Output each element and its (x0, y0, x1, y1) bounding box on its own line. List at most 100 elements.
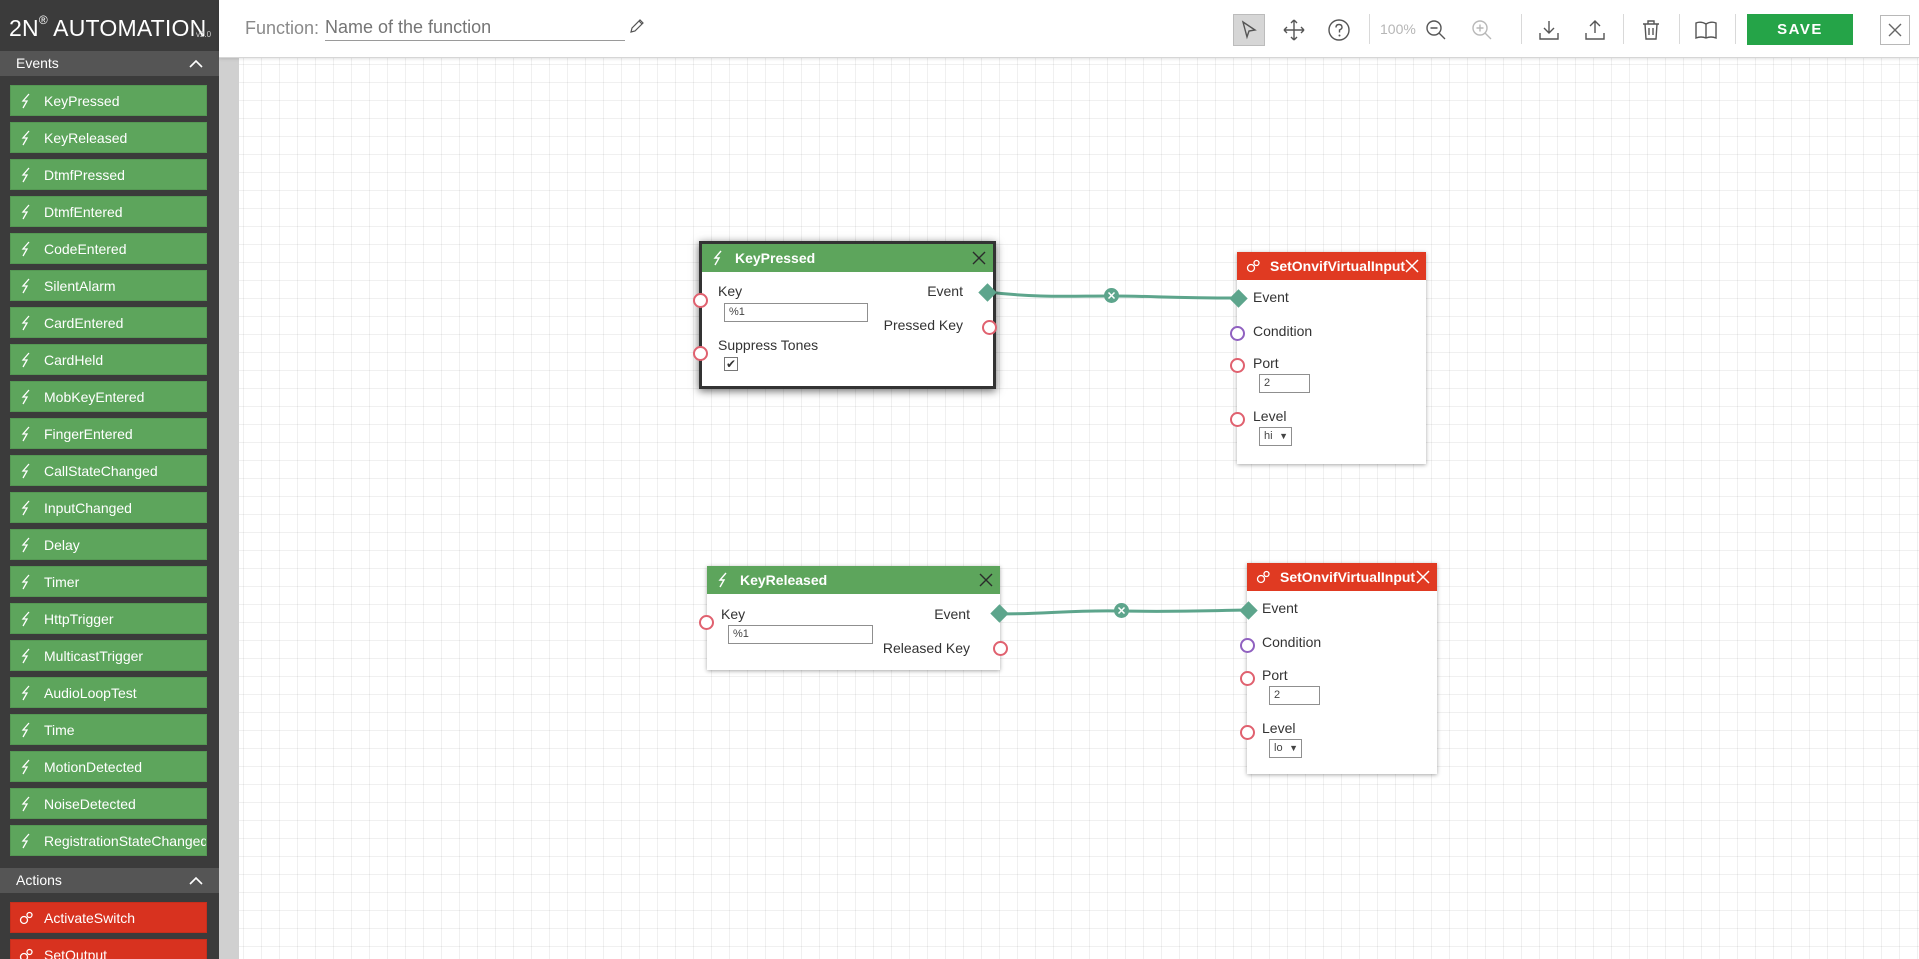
block-label: AudioLoopTest (44, 685, 137, 701)
event-block-dtmf-pressed[interactable]: DtmfPressed (10, 159, 207, 190)
event-block-card-entered[interactable]: CardEntered (10, 307, 207, 338)
lightning-icon (21, 426, 30, 442)
released-key-output-port[interactable] (993, 641, 1008, 656)
close-icon[interactable] (1415, 569, 1431, 585)
close-icon[interactable] (1404, 258, 1420, 274)
event-output-label: Event (934, 606, 970, 622)
lightning-icon (21, 833, 30, 849)
action-block-activate-switch[interactable]: ActivateSwitch (10, 902, 207, 933)
flow-canvas[interactable]: KeyPressed Key %1 Event Pressed Key Supp… (239, 58, 1919, 959)
wires-layer (986, 290, 1248, 616)
condition-input-port[interactable] (1230, 326, 1245, 341)
event-block-timer[interactable]: Timer (10, 566, 207, 597)
level-input-port[interactable] (1230, 412, 1245, 427)
chevron-up-icon[interactable] (187, 872, 205, 890)
upload-button[interactable] (1579, 14, 1611, 46)
key-input-port[interactable] (693, 293, 708, 308)
close-icon (1888, 23, 1902, 37)
port-input-port[interactable] (1240, 671, 1255, 686)
node-header[interactable]: KeyReleased (707, 566, 1000, 594)
caret-down-icon: ▼ (1279, 431, 1288, 441)
lightning-icon (718, 572, 727, 588)
event-block-dtmf-entered[interactable]: DtmfEntered (10, 196, 207, 227)
function-label: Function: (245, 18, 320, 38)
event-block-card-held[interactable]: CardHeld (10, 344, 207, 375)
lightning-icon (713, 250, 722, 266)
level-select[interactable]: lo▼ (1269, 739, 1302, 758)
key-input-port[interactable] (699, 615, 714, 630)
lightning-icon (21, 537, 30, 553)
action-block-set-output[interactable]: SetOutput (10, 939, 207, 959)
port-input[interactable]: 2 (1269, 686, 1320, 705)
events-section-title: Events (16, 55, 59, 71)
level-select[interactable]: hi▼ (1259, 427, 1292, 446)
actions-section-header[interactable]: Actions (0, 868, 219, 893)
event-block-delay[interactable]: Delay (10, 529, 207, 560)
toolbar-separator (1735, 14, 1736, 44)
zoom-in-button[interactable] (1466, 14, 1498, 46)
event-block-call-state-changed[interactable]: CallStateChanged (10, 455, 207, 486)
manual-button[interactable] (1690, 14, 1722, 46)
pointer-tool-button[interactable] (1233, 14, 1265, 46)
node-header[interactable]: SetOnvifVirtualInput (1247, 563, 1437, 591)
event-block-finger-entered[interactable]: FingerEntered (10, 418, 207, 449)
suppress-tones-checkbox[interactable]: ✔ (724, 357, 738, 371)
move-tool-button[interactable] (1278, 14, 1310, 46)
key-input[interactable]: %1 (724, 303, 868, 322)
event-block-http-trigger[interactable]: HttpTrigger (10, 603, 207, 634)
help-button[interactable] (1323, 14, 1355, 46)
node-title: SetOnvifVirtualInput (1270, 258, 1406, 274)
port-input[interactable]: 2 (1259, 374, 1310, 393)
wire-delete-handle[interactable] (1114, 603, 1129, 618)
lightning-icon (21, 352, 30, 368)
suppress-tones-input-port[interactable] (693, 346, 708, 361)
event-block-multicast-trigger[interactable]: MulticastTrigger (10, 640, 207, 671)
event-block-noise-detected[interactable]: NoiseDetected (10, 788, 207, 819)
lightning-icon (21, 130, 30, 146)
event-block-silent-alarm[interactable]: SilentAlarm (10, 270, 207, 301)
condition-input-port[interactable] (1240, 638, 1255, 653)
node-title: KeyReleased (740, 572, 828, 588)
wire-delete-handle[interactable] (1104, 288, 1119, 303)
node-keyreleased[interactable]: KeyReleased Key %1 Event Released Key (707, 566, 1000, 670)
port-input-port[interactable] (1230, 358, 1245, 373)
node-keypressed[interactable]: KeyPressed Key %1 Event Pressed Key Supp… (699, 241, 996, 389)
lightning-icon (21, 722, 30, 738)
gears-icon (19, 948, 33, 959)
event-block-audio-loop-test[interactable]: AudioLoopTest (10, 677, 207, 708)
event-block-key-pressed[interactable]: KeyPressed (10, 85, 207, 116)
event-block-input-changed[interactable]: InputChanged (10, 492, 207, 523)
block-label: Delay (44, 537, 80, 553)
node-header[interactable]: SetOnvifVirtualInput (1237, 252, 1426, 280)
close-icon[interactable] (978, 572, 994, 588)
node-setonvifvirtualinput-2[interactable]: SetOnvifVirtualInput Event Condition Por… (1247, 563, 1437, 774)
function-name-input[interactable] (325, 14, 625, 41)
lightning-icon (21, 759, 30, 775)
key-input[interactable]: %1 (728, 625, 873, 644)
lightning-icon (21, 611, 30, 627)
close-icon[interactable] (971, 250, 987, 266)
delete-button[interactable] (1635, 14, 1667, 46)
pressed-key-output-label: Pressed Key (883, 317, 963, 333)
event-block-time[interactable]: Time (10, 714, 207, 745)
zoom-out-button[interactable] (1420, 14, 1452, 46)
pencil-icon[interactable] (628, 17, 646, 35)
node-setonvifvirtualinput-1[interactable]: SetOnvifVirtualInput Event Condition Por… (1237, 252, 1426, 464)
zoom-out-icon (1426, 20, 1446, 40)
block-label: CardHeld (44, 352, 104, 368)
event-block-registration-state-changed[interactable]: RegistrationStateChanged (10, 825, 207, 856)
event-block-mob-key-entered[interactable]: MobKeyEntered (10, 381, 207, 412)
events-section-header[interactable]: Events (0, 51, 219, 76)
sidebar-scrollbar[interactable] (219, 0, 239, 959)
event-block-motion-detected[interactable]: MotionDetected (10, 751, 207, 782)
chevron-up-icon[interactable] (187, 55, 205, 73)
close-button[interactable] (1880, 15, 1910, 45)
event-block-key-released[interactable]: KeyReleased (10, 122, 207, 153)
event-input-label: Event (1253, 289, 1289, 305)
pressed-key-output-port[interactable] (982, 320, 997, 335)
level-input-port[interactable] (1240, 725, 1255, 740)
save-button[interactable]: SAVE (1747, 14, 1853, 45)
node-header[interactable]: KeyPressed (702, 244, 993, 272)
event-block-code-entered[interactable]: CodeEntered (10, 233, 207, 264)
download-button[interactable] (1533, 14, 1565, 46)
